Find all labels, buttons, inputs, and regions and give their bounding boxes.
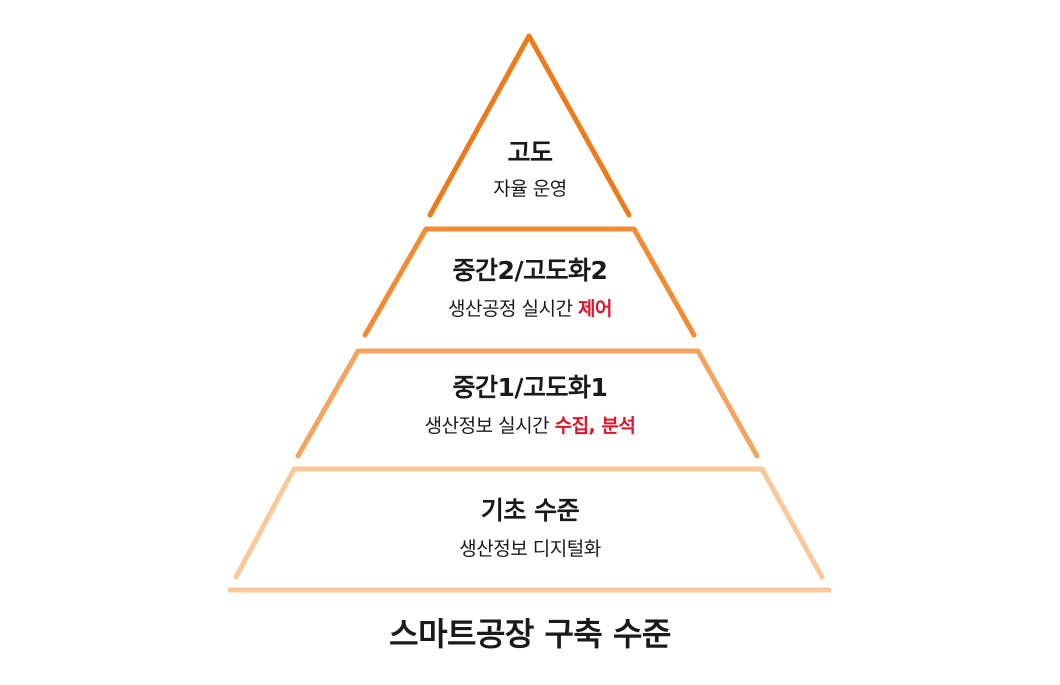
level-subtitle-text: 자율 운영	[493, 178, 567, 200]
level-title: 중간1/고도화1	[452, 373, 608, 402]
level-subtitle-text: 생산공정 실시간	[448, 298, 578, 320]
level-title: 고도	[507, 138, 553, 167]
pyramid-level-top-outline	[427, 33, 632, 218]
level-subtitle-text: 생산정보 디지털화	[459, 538, 601, 560]
level-subtitle: 생산공정 실시간 제어	[0, 296, 1060, 322]
level-subtitle-highlight: 수집, 분석	[554, 415, 636, 437]
level-subtitle: 생산정보 실시간 수집, 분석	[0, 413, 1060, 439]
level-subtitle: 자율 운영	[0, 176, 1060, 202]
pyramid-level-base: 기초 수준 생산정보 디지털화	[0, 496, 1060, 562]
pyramid-level-base-outline	[233, 466, 825, 580]
pyramid-level-mid1: 중간1/고도화1 생산정보 실시간 수집, 분석	[0, 373, 1060, 439]
pyramid-level-mid2: 중간2/고도화2 생산공정 실시간 제어	[0, 256, 1060, 322]
diagram-caption: 스마트공장 구축 수준	[389, 615, 671, 653]
level-subtitle: 생산정보 디지털화	[0, 536, 1060, 562]
pyramid-level-mid1-outline	[295, 348, 760, 459]
level-title: 기초 수준	[480, 496, 580, 525]
level-title: 중간2/고도화2	[452, 256, 608, 285]
pyramid-level-top: 고도 자율 운영	[0, 138, 1060, 202]
level-subtitle-highlight: 제어	[577, 298, 612, 320]
level-subtitle-text: 생산정보 실시간	[424, 415, 555, 437]
pyramid-level-mid2-outline	[362, 226, 697, 338]
